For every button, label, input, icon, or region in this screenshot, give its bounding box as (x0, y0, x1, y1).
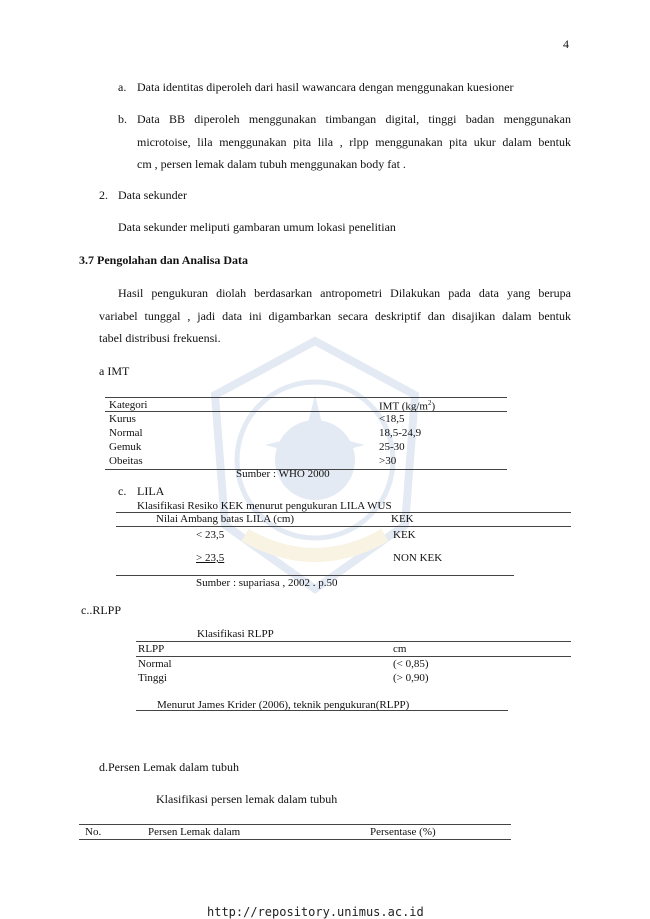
section-paragraph-line3: tabel distribusi frekuensi. (99, 331, 221, 345)
rlpp-row-category: Tinggi (138, 672, 167, 684)
lila-heading: LILA (137, 484, 165, 498)
rlpp-table-top-rule (136, 641, 571, 642)
secondary-data-title: Data sekunder (118, 188, 187, 202)
imt-row-category: Kurus (109, 413, 136, 425)
lemak-caption: Klasifikasi persen lemak dalam tubuh (156, 792, 338, 806)
imt-row-category: Obeitas (109, 455, 143, 467)
imt-col-kategori: Kategori (109, 399, 148, 411)
section-paragraph-line1: Hasil pengukuran diolah berdasarkan antr… (118, 286, 571, 300)
rlpp-table-header-rule (136, 656, 571, 657)
imt-table-bottom-rule (105, 469, 507, 470)
lila-row1-value: < 23,5 (196, 529, 225, 541)
imt-row-value: >30 (379, 455, 397, 467)
lila-row2-value: > 23,5 (196, 552, 225, 564)
rlpp-row-value: (< 0,85) (393, 658, 429, 670)
imt-source: Sumber : WHO 2000 (236, 468, 330, 480)
page-number: 4 (563, 37, 569, 51)
rlpp-source: Menurut James Krider (2006), teknik peng… (157, 699, 410, 711)
list-item-b-label: b. (118, 112, 127, 126)
section-paragraph-line2: variabel tunggal , jadi data ini digamba… (99, 309, 571, 323)
lila-table-bottom-rule (116, 575, 514, 576)
lemak-table-top-rule (79, 824, 511, 825)
imt-col-imt: IMT (kg/m2) (379, 399, 436, 413)
lila-row2-class: NON KEK (393, 552, 443, 564)
lila-col-kek: KEK (391, 513, 414, 525)
imt-heading: a IMT (99, 364, 130, 378)
lila-row1-class: KEK (393, 529, 416, 541)
list-item-2-label: 2. (99, 188, 108, 202)
imt-row-value: 18,5-24,9 (379, 427, 422, 439)
rlpp-row-category: Normal (138, 658, 172, 670)
imt-row-category: Gemuk (109, 441, 142, 453)
lila-col-nilai: Nilai Ambang batas LILA (cm) (156, 513, 295, 525)
lemak-col-persen: Persen Lemak dalam (148, 826, 241, 838)
rlpp-row-value: (> 0,90) (393, 672, 429, 684)
list-item-b-line3: cm , persen lemak dalam tubuh menggunaka… (137, 157, 406, 171)
lemak-col-no: No. (85, 826, 102, 838)
lemak-col-persentase: Persentase (%) (370, 826, 436, 838)
rlpp-heading: c..RLPP (81, 603, 122, 617)
imt-row-value: <18,5 (379, 413, 405, 425)
rlpp-col-rlpp: RLPP (138, 643, 165, 655)
lila-label: c. (118, 484, 127, 498)
list-item-b-line1: Data BB diperoleh menggunakan timbangan … (137, 112, 571, 126)
imt-table-top-rule (105, 397, 507, 398)
lemak-heading: d.Persen Lemak dalam tubuh (99, 760, 239, 774)
lila-table-header-rule (116, 526, 571, 527)
imt-row-value: 25-30 (379, 441, 405, 453)
list-item-b-line2: microtoise, lila menggunakan pita lila ,… (137, 135, 571, 149)
section-heading: 3.7 Pengolahan dan Analisa Data (79, 253, 249, 267)
list-item-a-label: a. (118, 80, 127, 94)
lemak-table-header-rule (79, 839, 511, 840)
list-item-a-text: Data identitas diperoleh dari hasil wawa… (137, 80, 514, 94)
secondary-data-text: Data sekunder meliputi gambaran umum lok… (118, 220, 396, 234)
imt-table-header-rule (105, 411, 507, 412)
repository-url-footer: http://repository.unimus.ac.id (207, 905, 424, 919)
lila-table-top-rule (116, 512, 571, 513)
rlpp-col-cm: cm (393, 643, 407, 655)
imt-row-category: Normal (109, 427, 143, 439)
lila-source: Sumber : supariasa , 2002 . p.50 (196, 577, 338, 589)
rlpp-caption: Klasifikasi RLPP (197, 628, 274, 640)
rlpp-table-bottom-rule (136, 710, 508, 711)
university-seal-watermark (210, 336, 420, 594)
lila-caption: Klasifikasi Resiko KEK menurut pengukura… (137, 500, 392, 512)
